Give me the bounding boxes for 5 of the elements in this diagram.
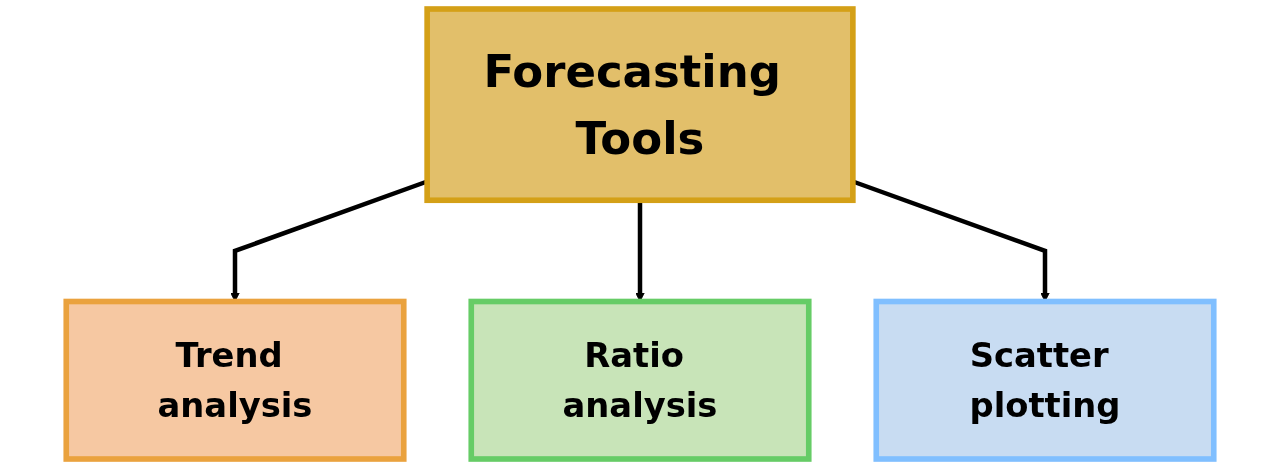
node-box: Trend analysis — [63, 298, 407, 462]
node-box: Forecasting Tools — [424, 6, 856, 204]
node-box: Scatter plotting — [873, 298, 1217, 462]
arrow — [635, 200, 645, 302]
node-box: Ratio analysis — [468, 298, 812, 462]
